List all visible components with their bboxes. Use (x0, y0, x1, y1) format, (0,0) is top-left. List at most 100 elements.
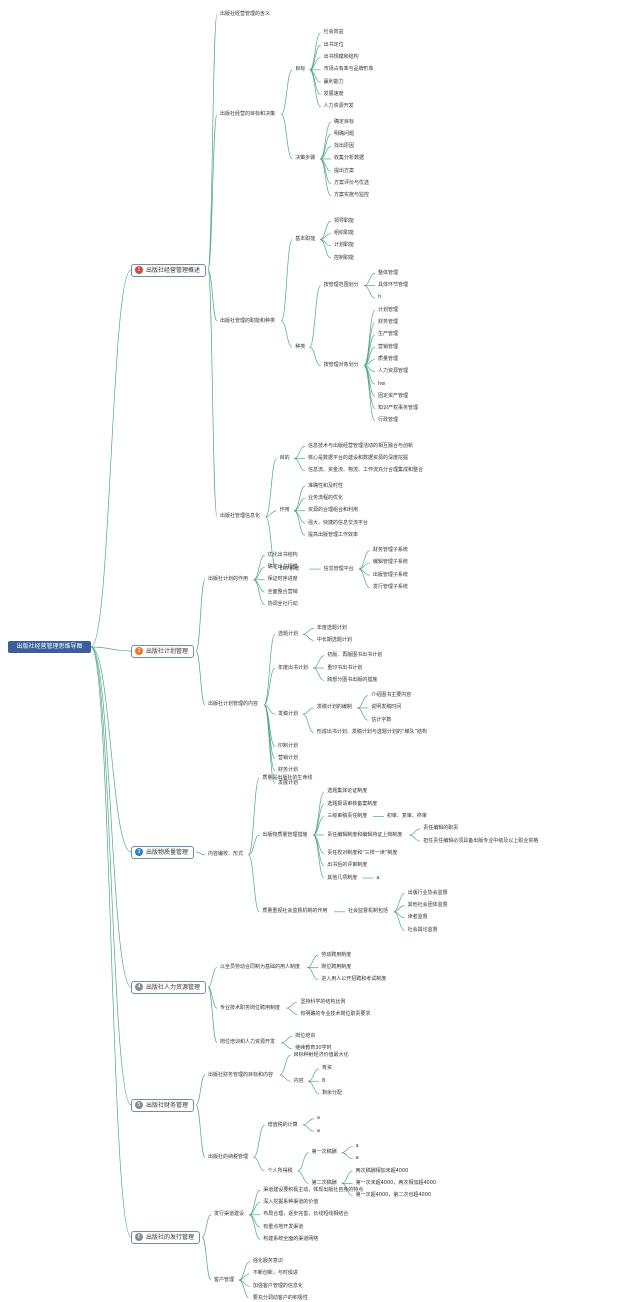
mindmap-node[interactable]: 营销计划 (278, 755, 299, 762)
mindmap-node[interactable]: 决策步骤 (295, 155, 316, 162)
mindmap-node[interactable]: 出版管理子系统 (372, 571, 408, 578)
mindmap-node[interactable]: 三级审稿责任制度 (327, 813, 368, 820)
mindmap-node[interactable]: 个人所得税 (267, 1167, 293, 1174)
mindmap-node[interactable]: 人力资源开发 (323, 103, 354, 110)
mindmap-node[interactable]: 选题集体论证制度 (327, 788, 368, 795)
mindmap-node[interactable]: 剩余分配 (322, 1090, 343, 1097)
mindmap-node[interactable]: 布局合理，逐步完善，长线短线相结合 (263, 1211, 349, 1218)
mindmap-node[interactable]: 行政管理 (378, 417, 399, 424)
mindmap-node[interactable]: 劳动聘用制度 (321, 951, 352, 958)
mindmap-node[interactable]: a (376, 874, 380, 881)
mindmap-node[interactable]: 构建系统全面的渠道网络 (263, 1235, 319, 1242)
mindmap-node[interactable]: 财务计划 (278, 767, 299, 774)
mindmap-node[interactable]: 读者监督 (407, 914, 428, 921)
mindmap-node[interactable]: 确定出书规模 (267, 563, 298, 570)
mindmap-node[interactable]: 计划职能 (334, 242, 355, 249)
mindmap-node[interactable]: 内容 (293, 1077, 304, 1084)
mindmap-node[interactable]: 强大、快捷的信息交流平台 (308, 519, 369, 526)
mindmap-node[interactable]: 强化服务意识 (252, 1258, 283, 1265)
mindmap-node[interactable]: 协调全社行动 (267, 600, 298, 607)
mindmap-node[interactable]: 整体管理 (378, 269, 399, 276)
mindmap-node[interactable]: 介绍图书主要内容 (371, 692, 412, 699)
mindmap-node[interactable]: 内容编校、形式 (208, 851, 244, 858)
mindmap-node[interactable]: 提高出版管理工作效率 (308, 531, 359, 538)
mindmap-node[interactable]: 按管理范围划分 (323, 282, 359, 289)
mindmap-node[interactable]: 核心是数据平台的建设和数据资源的深度挖掘 (308, 455, 409, 462)
mindmap-node[interactable]: 社会效益 (323, 29, 344, 36)
mindmap-node[interactable]: 出版社管理的职能和种类 (220, 317, 276, 324)
mindmap-node[interactable]: ERP系统 (279, 565, 300, 572)
mindmap-node[interactable]: 市场占有率与品牌形象 (323, 66, 374, 73)
mindmap-node[interactable]: 岗位培训 (295, 1033, 316, 1040)
mindmap-node[interactable]: 领导职能 (334, 217, 355, 224)
mindmap-node[interactable]: 重印书出书计划 (327, 664, 363, 671)
mindmap-node[interactable]: 目标种射经济价值最大化 (293, 1051, 349, 1058)
mindmap-node[interactable]: 第一次未超4000，两次相加超4000 (355, 1179, 437, 1186)
mindmap-node[interactable]: 发行渠道建设 (214, 1211, 245, 1218)
mindmap-node[interactable]: 其他几项制度 (327, 874, 358, 881)
mindmap-node[interactable]: 方案实施与监控 (334, 192, 370, 199)
mindmap-node[interactable]: 客户管理 (214, 1276, 235, 1283)
mindmap-node[interactable]: 目的 (279, 455, 290, 462)
mindmap-node[interactable]: 明确问题 (334, 130, 355, 137)
mindmap-node[interactable]: 找出原因 (334, 143, 355, 150)
mindmap-node[interactable]: 责任校对制度和“三校一读”制度 (327, 849, 398, 856)
mindmap-node[interactable]: 出版社计划的作用 (208, 576, 249, 583)
mindmap-node[interactable]: 责任编辑制度和编辑持证上岗制度 (327, 831, 403, 838)
mindmap-node[interactable]: 确定目标 (334, 118, 355, 125)
mindmap-node[interactable]: 印制计划 (278, 742, 299, 749)
mindmap-node[interactable]: 控制职能 (334, 254, 355, 261)
mindmap-node[interactable]: 发稿计划 (278, 710, 299, 717)
mindmap-node[interactable]: 种类 (295, 343, 306, 350)
mindmap-node[interactable]: 年度选题计划 (316, 624, 347, 631)
mindmap-node[interactable]: 按管理对象划分 (323, 362, 359, 369)
mindmap-node[interactable]: 不断创新，与时俱进 (252, 1270, 298, 1277)
mindmap-node[interactable]: 加强客户管理的信息化 (252, 1282, 303, 1289)
mindmap-node[interactable]: 出版社财务管理的目标和内容 (208, 1071, 274, 1078)
mindmap-node[interactable]: 准确性和及时性 (308, 482, 344, 489)
mindmap-node[interactable]: 提出方案 (334, 167, 355, 174)
mindmap-node[interactable]: 优化出书结构 (267, 551, 298, 558)
mindmap-node[interactable]: 增值税的计算 (267, 1121, 298, 1128)
mindmap-node[interactable]: hw (378, 380, 386, 387)
mindmap-node[interactable]: 信息管理平台 (323, 565, 354, 572)
mindmap-node[interactable]: 知识产权事务管理 (378, 405, 419, 412)
mindmap-node[interactable]: 信息技术与出版经营管理活动的相互融合与创新 (308, 442, 414, 449)
mindmap-node[interactable]: 筹资 (322, 1065, 333, 1072)
mindmap-node[interactable]: 生产管理 (378, 331, 399, 338)
mindmap-node[interactable]: a (355, 1155, 359, 1162)
mindmap-node[interactable]: 说明发稿时间 (371, 704, 402, 711)
mindmap-node[interactable]: 资源的合理组合和利用 (308, 507, 359, 514)
mindmap-node[interactable]: 固定资产管理 (378, 392, 409, 399)
mindmap-node[interactable]: 选题计划 (278, 630, 299, 637)
mindmap-node[interactable]: 赢利能力 (323, 78, 344, 85)
mindmap-node[interactable]: 社会舆论监督 (407, 926, 438, 933)
mindmap-node[interactable]: 质量管理 (378, 355, 399, 362)
mindmap-node[interactable]: 发行管理子系统 (372, 584, 408, 591)
mindmap-node[interactable]: 组织职能 (334, 229, 355, 236)
mindmap-node[interactable]: 年度出书计划 (278, 664, 309, 671)
mindmap-node[interactable]: 初审、复审、终审 (386, 813, 427, 820)
mindmap-node[interactable]: 中长期选题计划 (316, 636, 352, 643)
mindmap-node[interactable]: 渠道建设要积极主动，体现出版社自身的特点 (263, 1186, 364, 1193)
mindmap-node[interactable]: 专业技术职务岗位聘用制度 (220, 1004, 281, 1011)
mindmap-node[interactable]: 其他社会团体监督 (407, 902, 448, 909)
mindmap-node[interactable]: 第二次稿酬 (311, 1179, 337, 1186)
mindmap-node[interactable]: 有重点地开发渠道 (263, 1223, 304, 1230)
mindmap-node[interactable]: 全面整合营销 (267, 588, 298, 595)
mindmap-node[interactable]: 形成出书计划、发稿计划与选题计划的“梯队”结构 (316, 729, 427, 736)
root-node[interactable]: 出版社经营管理思维导图 (8, 641, 91, 653)
mindmap-node[interactable]: 出版社管理信息化 (220, 513, 261, 520)
mindmap-node[interactable]: 出版社经营的目标和决策 (220, 110, 276, 117)
mindmap-node[interactable]: 发展计划 (278, 779, 299, 786)
mindmap-node[interactable]: h (378, 294, 382, 301)
mindmap-node[interactable]: a (316, 1127, 320, 1134)
mindmap-node[interactable]: 具体环节管理 (378, 282, 409, 289)
mindmap-node[interactable]: 人力资源管理 (378, 368, 409, 375)
mindmap-node[interactable]: 质量重视社会监督机制的作用 (262, 908, 328, 915)
mindmap-node[interactable]: 深入挖掘系种渠道的价值 (263, 1198, 319, 1205)
